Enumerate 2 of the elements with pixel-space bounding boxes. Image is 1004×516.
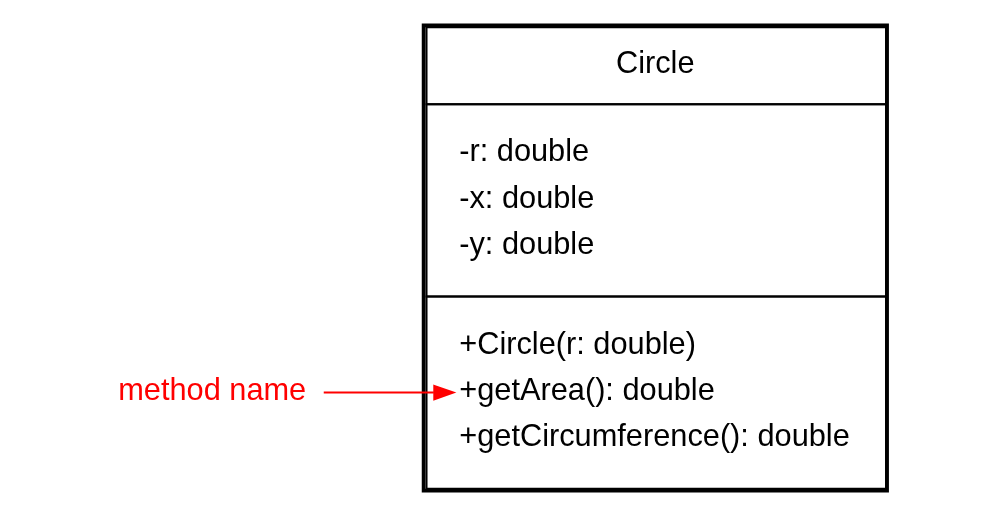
arrow	[322, 384, 456, 401]
node-text: method name	[117, 371, 306, 407]
